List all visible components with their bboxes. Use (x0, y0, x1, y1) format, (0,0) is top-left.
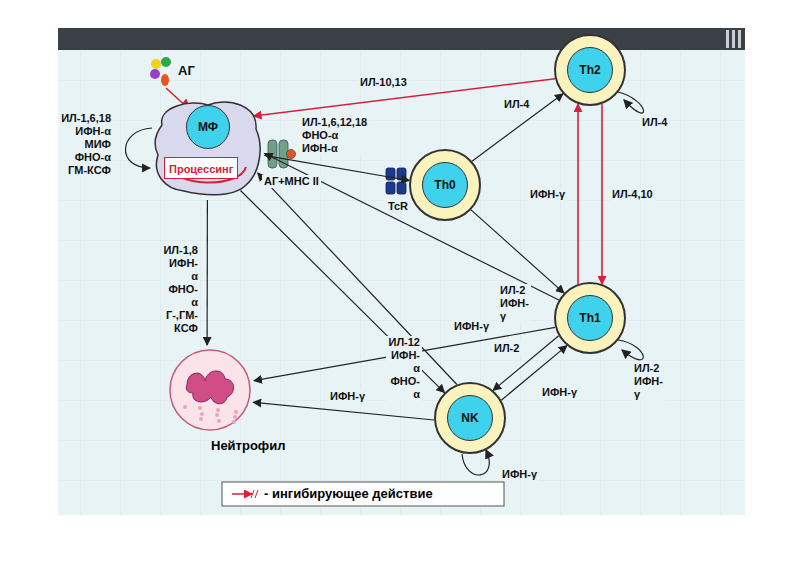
legend-ticks (251, 490, 258, 498)
granule (232, 420, 236, 424)
autocrine-loop (618, 340, 643, 360)
free-label: ИФН-γ (500, 468, 539, 481)
edge-label: ИФН-γ (528, 188, 567, 201)
edge-label: ИЛ-1,6,12,18 ФНО-α ИФН-α (300, 116, 369, 155)
neutrophil-body (170, 350, 250, 430)
edge-label: ИЛ-2 ИФН-γ (498, 284, 531, 323)
cell-name: NK (447, 395, 493, 441)
cell-circle: NK (434, 382, 506, 454)
grid (58, 50, 745, 515)
stimulating-arrow (207, 200, 208, 345)
edge-label: ИЛ-2 (492, 342, 521, 355)
edge-label: ИЛ-4 (502, 98, 531, 111)
cell-name: Th0 (422, 162, 468, 208)
stimulating-arrow (472, 94, 563, 161)
edge-label: ИФН-γ (328, 390, 367, 403)
legend-sample (230, 487, 260, 501)
cell-name: Нейтрофил (211, 438, 285, 453)
header-stripes (726, 30, 741, 48)
granule (183, 405, 187, 409)
free-label: ИЛ-1,6,18 ИФН-α МИФ ФНО-α ГМ-КСФ (59, 112, 113, 177)
edge-label: ИЛ-12 ИФН-α ФНО-α (386, 336, 422, 401)
legend-box (222, 482, 504, 506)
granule (198, 406, 202, 410)
legend-text: - ингибирующее действие (264, 486, 433, 501)
stimulating-arrow (253, 402, 434, 420)
inhibitory-arrow (577, 104, 579, 284)
edge-label: ИЛ-4,10 (610, 188, 655, 201)
macrophage-body (155, 102, 260, 195)
granule (199, 417, 203, 421)
processing-box: Процессинг (164, 157, 238, 179)
free-label: АГ (176, 64, 197, 77)
cell-name: Th2 (567, 47, 613, 93)
header-bar (58, 28, 745, 50)
cell-circle: Th1 (554, 282, 626, 354)
legend-line (232, 493, 252, 495)
edge-label: ИФН-γ (452, 320, 491, 333)
macrophage-cell: МФ Процессинг (150, 95, 265, 200)
tcr-receptor (386, 168, 406, 194)
inhibitory-arrow (601, 104, 603, 284)
neutrophil-cell: Нейтрофил (165, 345, 255, 435)
stimulating-arrow (471, 210, 564, 293)
mhc-receptor (268, 140, 296, 168)
panel (58, 50, 745, 515)
neutrophil-picture (165, 345, 255, 435)
granule (215, 413, 219, 417)
free-label: ИЛ-2 ИФН-γ (632, 362, 665, 401)
free-label: АГ+MHC II (262, 175, 321, 188)
process-label: Процессинг (169, 163, 233, 175)
cell-name: Th1 (567, 295, 613, 341)
cell-name: МФ (186, 105, 230, 149)
granule (234, 410, 238, 414)
granule (200, 412, 204, 416)
granule (216, 408, 220, 412)
autocrine-loop (125, 128, 152, 168)
edge-label: ИФН-γ (540, 386, 579, 399)
legend-row: - ингибирующее действие (230, 486, 433, 501)
free-label: ИЛ-4 (640, 116, 669, 129)
autocrine-loop (618, 92, 644, 113)
edge-label: ИЛ-10,13 (358, 76, 409, 89)
cell-circle: Th2 (554, 34, 626, 106)
granule (217, 419, 221, 423)
granule (233, 415, 237, 419)
cell-circle: Th0 (409, 149, 481, 221)
free-label: TcR (386, 200, 410, 213)
edge-label: ИЛ-1,8 ИФН-α ФНО-α Г-,ГМ-КСФ (161, 244, 200, 335)
neutrophil-nucleus (186, 371, 233, 404)
